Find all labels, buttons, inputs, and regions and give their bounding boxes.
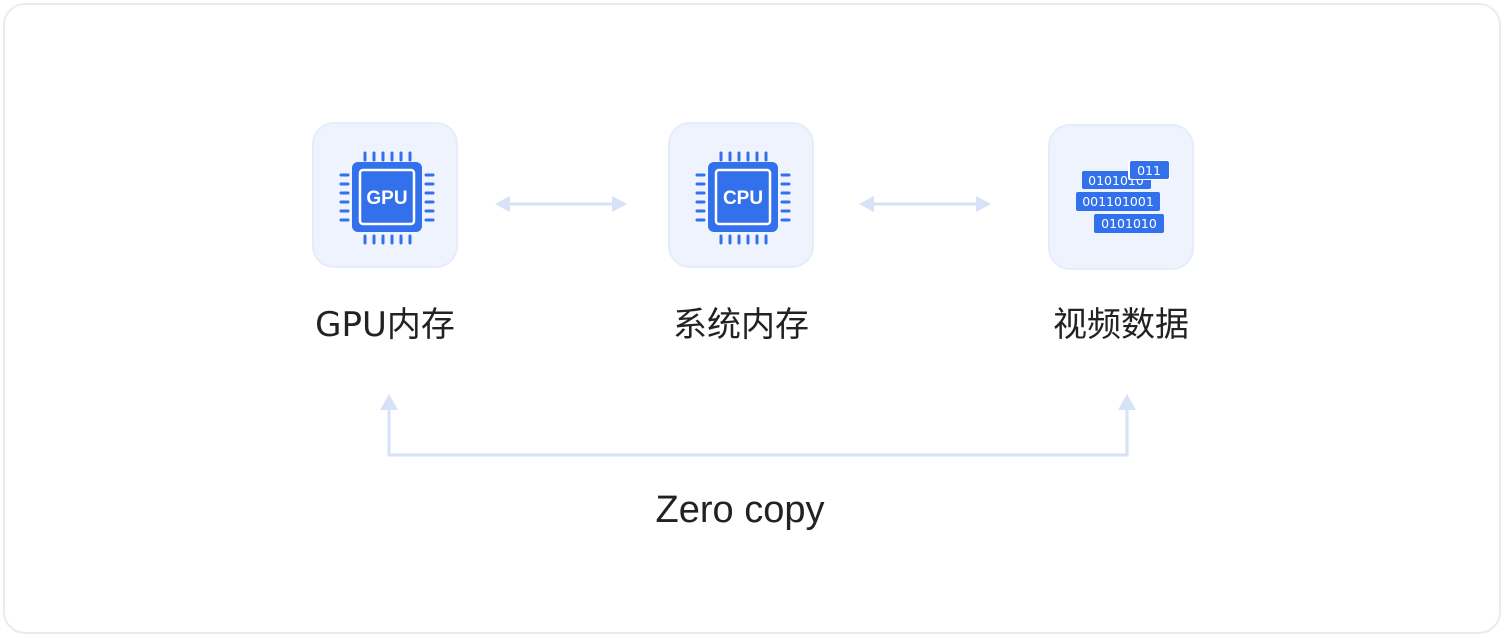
binary-data-icon: 0101010 011 001101001 0101010	[1076, 160, 1170, 233]
diagram-frame	[3, 3, 1501, 634]
system-memory-node: CPU	[668, 122, 814, 268]
bidirectional-arrow-gpu-system	[495, 196, 627, 212]
video-data-node: 0101010 011 001101001 0101010	[1048, 124, 1194, 270]
bits-row-3: 001101001	[1082, 194, 1154, 209]
cpu-chip-text: CPU	[723, 188, 763, 209]
zero-copy-connector	[380, 394, 1136, 457]
gpu-memory-node: GPU	[312, 122, 458, 268]
bits-row-4: 0101010	[1101, 216, 1157, 231]
system-memory-label: 系统内存	[673, 305, 809, 345]
bidirectional-arrow-system-video	[859, 196, 991, 212]
bits-row-1: 011	[1137, 163, 1161, 178]
gpu-memory-label: GPU内存	[315, 305, 455, 345]
video-data-label: 视频数据	[1053, 305, 1189, 345]
gpu-chip-icon: GPU	[339, 151, 435, 245]
zero-copy-label: Zero copy	[655, 489, 825, 531]
gpu-chip-text: GPU	[366, 188, 407, 209]
cpu-chip-icon: CPU	[695, 151, 791, 245]
